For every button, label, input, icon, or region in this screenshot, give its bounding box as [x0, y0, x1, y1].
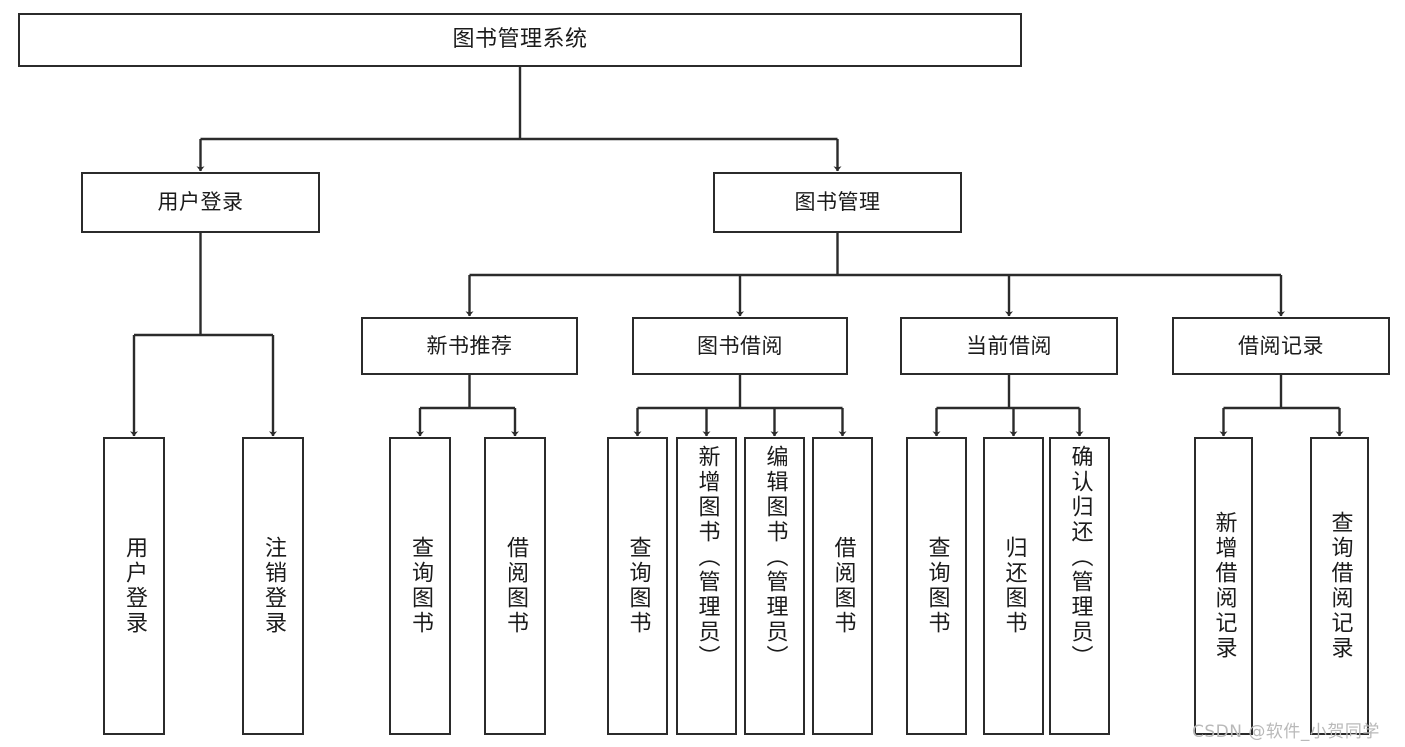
- node-label: 查询借阅记录: [1327, 511, 1353, 661]
- node-leaf-logout[interactable]: 注销登录: [242, 437, 304, 735]
- csdn-watermark: CSDN @软件_小贺同学: [1192, 722, 1380, 742]
- node-label: 归还图书: [1001, 536, 1027, 636]
- node-book-borrow[interactable]: 图书借阅: [632, 317, 848, 375]
- node-label: 新增图书（管理员）: [694, 445, 720, 670]
- node-label: 图书管理: [794, 190, 881, 215]
- node-new-book-rec[interactable]: 新书推荐: [361, 317, 578, 375]
- node-label: 查询图书: [924, 536, 950, 636]
- node-label: 借阅图书: [830, 536, 856, 636]
- node-leaf-borrow-book-rec[interactable]: 借阅图书: [484, 437, 546, 735]
- node-leaf-query-book-br[interactable]: 查询图书: [607, 437, 668, 735]
- node-leaf-query-book-rec[interactable]: 查询图书: [389, 437, 451, 735]
- node-label: 当前借阅: [966, 333, 1052, 358]
- node-label: 新书推荐: [426, 333, 513, 358]
- node-leaf-add-book[interactable]: 新增图书（管理员）: [676, 437, 737, 735]
- node-label: 图书借阅: [697, 333, 783, 358]
- node-label: 查询图书: [408, 536, 433, 636]
- node-label: 编辑图书（管理员）: [762, 445, 788, 670]
- node-leaf-query-record[interactable]: 查询借阅记录: [1310, 437, 1369, 735]
- node-label: 用户登录: [122, 536, 147, 636]
- node-label: 借阅图书: [503, 536, 528, 636]
- node-leaf-edit-book[interactable]: 编辑图书（管理员）: [744, 437, 805, 735]
- node-user-login[interactable]: 用户登录: [81, 172, 320, 233]
- node-label: 用户登录: [157, 190, 244, 215]
- node-label: 新增借阅记录: [1211, 511, 1237, 661]
- node-leaf-return-book[interactable]: 归还图书: [983, 437, 1044, 735]
- node-root[interactable]: 图书管理系统: [18, 13, 1022, 67]
- node-borrow-record[interactable]: 借阅记录: [1172, 317, 1390, 375]
- node-leaf-user-login[interactable]: 用户登录: [103, 437, 165, 735]
- node-leaf-confirm-return[interactable]: 确认归还（管理员）: [1049, 437, 1110, 735]
- node-book-manage[interactable]: 图书管理: [713, 172, 962, 233]
- node-label: 查询图书: [625, 536, 651, 636]
- node-leaf-add-record[interactable]: 新增借阅记录: [1194, 437, 1253, 735]
- node-leaf-query-book-cb[interactable]: 查询图书: [906, 437, 967, 735]
- node-label: 借阅记录: [1238, 333, 1324, 358]
- node-leaf-borrow-book-br[interactable]: 借阅图书: [812, 437, 873, 735]
- node-label: 图书管理系统: [452, 27, 588, 53]
- node-current-borrow[interactable]: 当前借阅: [900, 317, 1118, 375]
- node-label: 确认归还（管理员）: [1067, 445, 1093, 670]
- node-label: 注销登录: [261, 536, 286, 636]
